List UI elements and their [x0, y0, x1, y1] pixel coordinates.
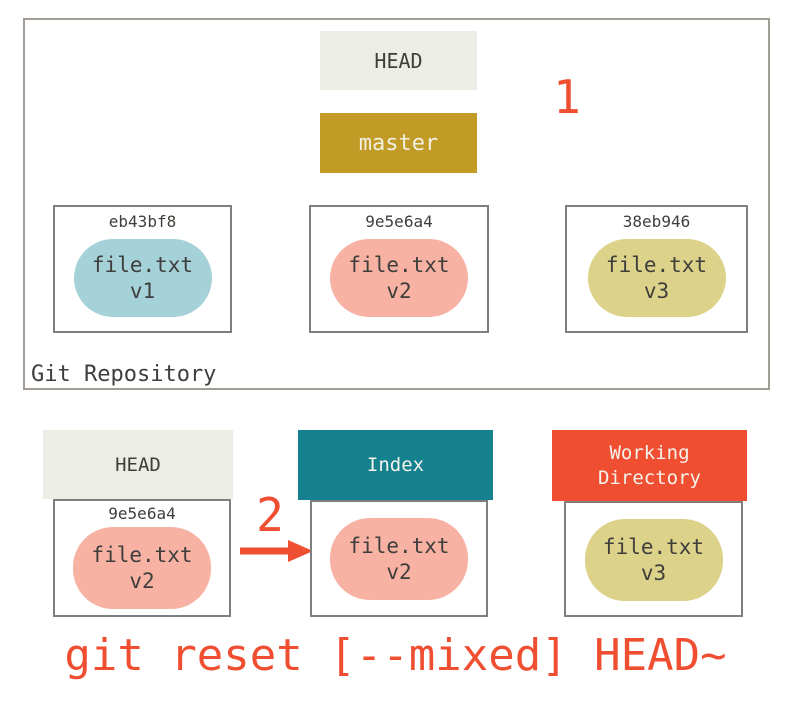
file-version: v1 [129, 279, 156, 303]
file-snapshot-pill: file.txt v3 [584, 519, 723, 601]
commit-box-eb43bf8: eb43bf8 file.txt v1 [53, 205, 232, 333]
file-name: file.txt [348, 252, 450, 277]
commit-box-9e5e6a4: 9e5e6a4 file.txt v2 [309, 205, 489, 333]
file-name: file.txt [348, 533, 450, 558]
file-version: v2 [386, 279, 412, 303]
file-snapshot-pill: file.txt v2 [330, 518, 468, 600]
commit-hash: 38eb946 [622, 212, 691, 231]
index-column-box: file.txt v2 [310, 500, 488, 617]
file-name: file.txt [602, 534, 705, 559]
git-repository-label: Git Repository [31, 362, 217, 387]
file-version: v3 [640, 561, 667, 585]
step-1-label: 1 [553, 70, 581, 124]
commit-hash: 9e5e6a4 [108, 504, 176, 523]
file-snapshot-pill: file.txt v3 [587, 239, 726, 317]
working-directory-column-box: file.txt v3 [564, 501, 743, 617]
file-snapshot-pill: file.txt v2 [73, 527, 211, 609]
arrow-step2-icon [240, 540, 313, 562]
master-branch-box: master [320, 113, 477, 173]
file-name: file.txt [605, 252, 708, 277]
head-column-box: 9e5e6a4 file.txt v2 [53, 499, 231, 617]
head-column-header: HEAD [43, 430, 233, 499]
file-version: v2 [129, 569, 155, 593]
file-name: file.txt [91, 252, 194, 277]
file-version: v2 [386, 560, 412, 584]
step-2-label: 2 [256, 488, 284, 542]
file-snapshot-pill: file.txt v2 [330, 239, 468, 317]
index-column-header: Index [298, 430, 493, 500]
file-snapshot-pill: file.txt v1 [73, 239, 212, 317]
commit-hash: eb43bf8 [108, 212, 177, 231]
commit-box-38eb946: 38eb946 file.txt v3 [565, 205, 748, 333]
file-name: file.txt [91, 542, 193, 567]
commit-hash: 9e5e6a4 [365, 212, 433, 231]
working-directory-title: Working Directory [598, 441, 701, 489]
file-version: v3 [643, 279, 670, 303]
working-directory-column-header: Working Directory [552, 430, 747, 501]
caption-command-text: git reset [--mixed] HEAD~ [64, 630, 727, 681]
head-pointer-box: HEAD [320, 31, 477, 90]
